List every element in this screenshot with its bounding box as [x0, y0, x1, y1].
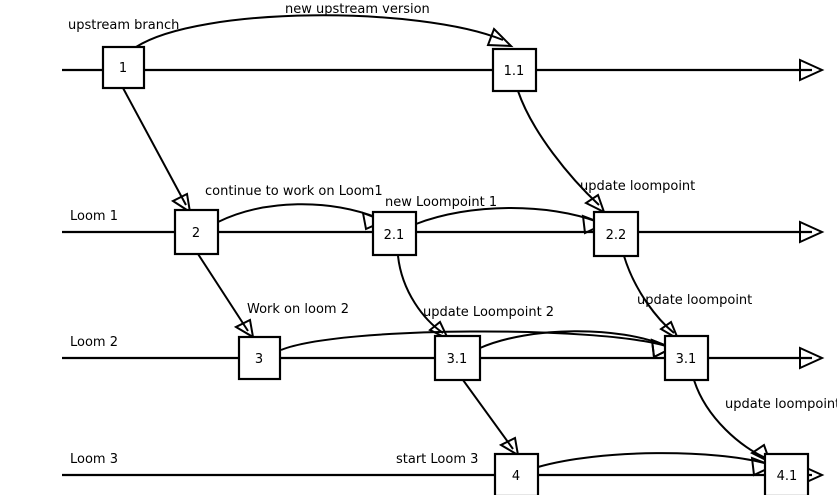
edge-label-update-loompoint-middle: update loompoint	[637, 293, 752, 308]
edge-arrowhead-2.1-to-3.1	[428, 320, 451, 342]
node-2[interactable]: 2	[173, 208, 220, 256]
node-4.1-box[interactable]	[763, 452, 810, 495]
edge-3.1-to-4	[462, 379, 514, 450]
lane-arrowhead-loom2	[799, 346, 825, 370]
lane-label-loom2: Loom 2	[70, 335, 118, 350]
lane-lines	[62, 58, 825, 487]
node-3[interactable]: 3	[237, 335, 282, 381]
node-2.1[interactable]: 2.1	[371, 210, 418, 257]
edge-label-continue-to-work-on-loom1: continue to work on Loom1	[205, 184, 383, 199]
edge-3.1-to-4.1	[693, 379, 767, 459]
edge-2-to-2.1	[217, 203, 379, 223]
edge-2-to-3	[197, 253, 249, 332]
edge-3-to-3.1	[280, 330, 667, 351]
node-1.1[interactable]: 1.1	[491, 47, 538, 93]
node-3.1-first-label: 3.1	[447, 352, 468, 367]
node-1[interactable]: 1	[101, 45, 146, 90]
edge-arrowhead-2.2-to-3.1	[659, 320, 681, 342]
node-3.1-second[interactable]: 3.1	[663, 334, 710, 382]
node-3.1-first-box[interactable]	[433, 334, 482, 382]
node-2.2-label: 2.2	[606, 228, 627, 243]
node-4[interactable]: 4	[493, 452, 540, 495]
edge-label-start-loom-3: start Loom 3	[396, 452, 478, 467]
edge-2.2-to-3.1	[623, 255, 675, 334]
node-1.1-label: 1.1	[504, 64, 525, 79]
edge-arrowhead-1.1-to-2.2	[584, 193, 606, 215]
node-3.1-second-label: 3.1	[676, 352, 697, 367]
edge-label-work-on-loom-2: Work on loom 2	[247, 302, 349, 317]
edge-label-new-upstream-version: new upstream version	[285, 2, 430, 17]
lane-arrowhead-loom1	[799, 220, 825, 244]
edge-arrowhead-1-to-2	[170, 192, 192, 215]
node-2-box[interactable]	[173, 208, 220, 256]
node-1-label: 1	[119, 61, 127, 76]
edge-label-update-loompoint-upper: update loompoint	[580, 179, 695, 194]
edge-arrowhead-1-to-1.1	[486, 27, 514, 48]
node-1-box[interactable]	[101, 45, 146, 90]
edge-arrowhead-3.1-to-3.1	[650, 338, 675, 359]
edge-1.1-to-2.2	[517, 90, 600, 206]
edge-label-update-loompoint-2: update Loompoint 2	[423, 305, 554, 320]
node-3-box[interactable]	[237, 335, 282, 381]
edges	[122, 14, 776, 477]
edge-3.1-to-3.1	[479, 330, 667, 349]
lane-arrowhead-upstream	[799, 58, 825, 82]
node-3.1-second-box[interactable]	[663, 334, 710, 382]
node-4-label: 4	[512, 469, 520, 484]
node-2-label: 2	[192, 226, 200, 241]
node-3-label: 3	[255, 352, 263, 367]
node-2.2-box[interactable]	[592, 210, 640, 258]
edge-label-new-loompoint-1: new Loompoint 1	[385, 195, 497, 210]
node-2.2[interactable]: 2.2	[592, 210, 640, 258]
node-4-box[interactable]	[493, 452, 540, 495]
edge-2.1-to-3.1	[397, 255, 444, 334]
node-4.1[interactable]: 4.1	[763, 452, 810, 495]
lane-label-loom3: Loom 3	[70, 452, 118, 467]
edge-label-upstream-branch: upstream branch	[68, 18, 179, 33]
nodes: 1 1.1 2 2.1 2.2 3 3.1 3.1	[101, 45, 810, 495]
edge-2.1-to-2.2	[415, 207, 599, 225]
node-2.1-box[interactable]	[371, 210, 418, 257]
edge-label-update-loompoint-lower: update loompoint	[725, 397, 837, 412]
edge-arrowhead-3.1-to-4	[498, 436, 520, 457]
node-1.1-box[interactable]	[491, 47, 538, 93]
lane-label-loom1: Loom 1	[70, 209, 118, 224]
edge-4-to-4.1	[537, 452, 769, 468]
edge-arrowhead-2-to-3	[233, 318, 255, 339]
lane-labels: Loom 1 Loom 2 Loom 3	[70, 209, 118, 467]
edge-arrowhead-4-to-4.1	[750, 456, 776, 477]
node-2.1-label: 2.1	[384, 228, 405, 243]
node-3.1-first[interactable]: 3.1	[433, 334, 482, 382]
node-4.1-label: 4.1	[777, 469, 798, 484]
edge-1-to-2	[122, 87, 187, 206]
edge-labels: upstream branch new upstream version con…	[68, 2, 837, 467]
edge-1-to-1.1	[135, 14, 504, 48]
